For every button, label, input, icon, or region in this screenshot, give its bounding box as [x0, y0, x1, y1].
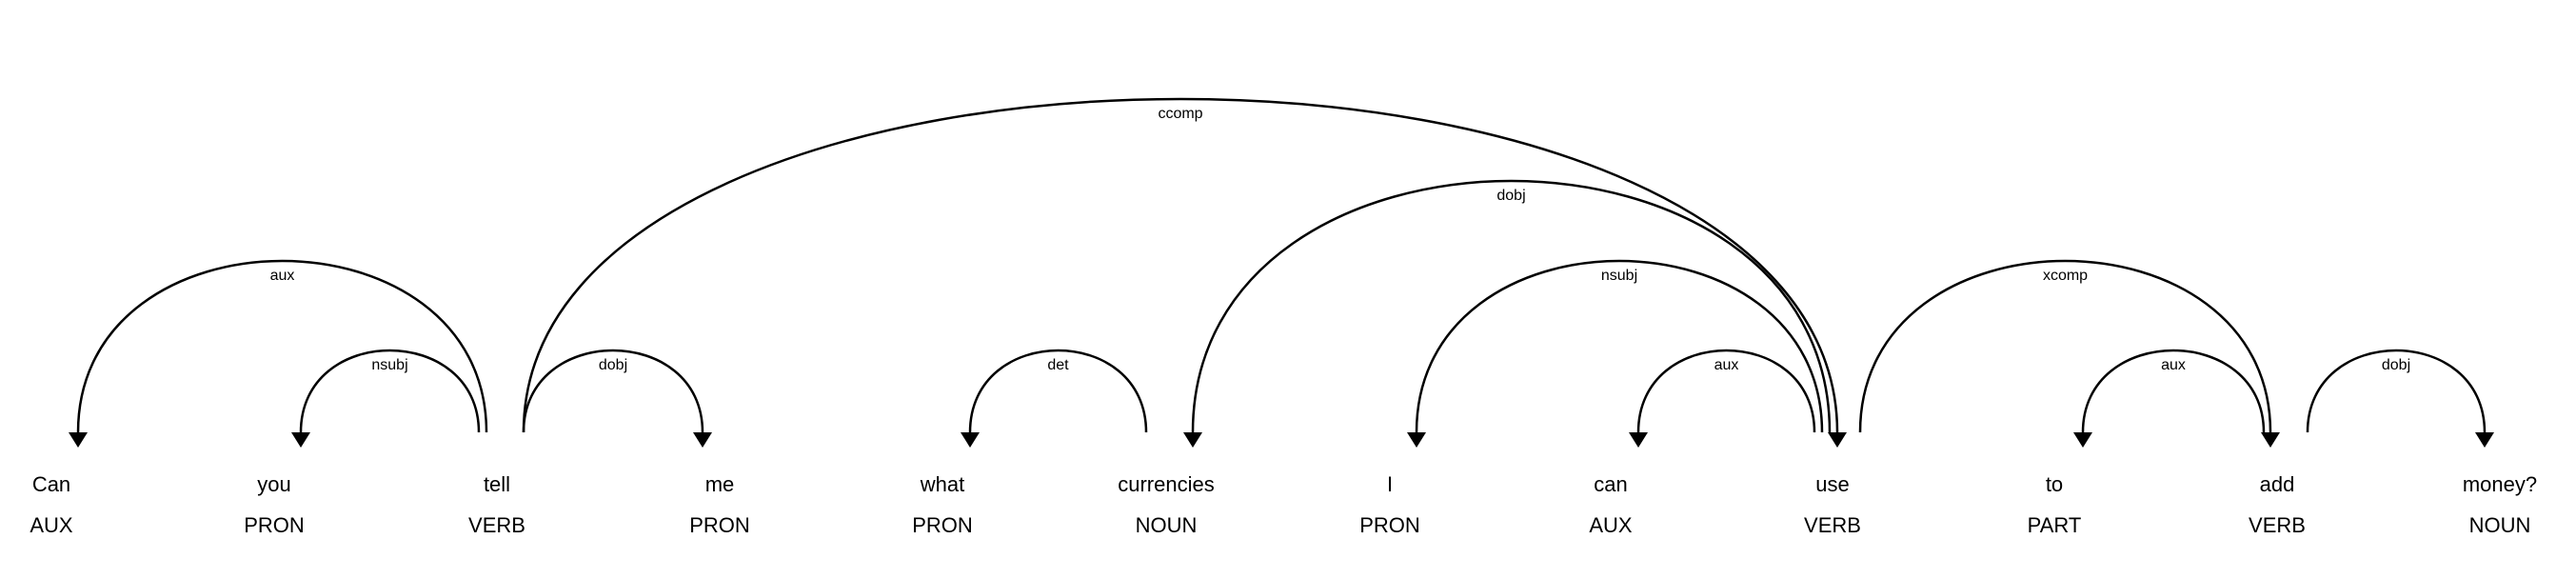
arc-label: nsubj [1601, 268, 1637, 284]
arc-label: aux [1714, 357, 1739, 373]
dependency-arc-dobj [1191, 179, 1832, 433]
token-pos-tag: PRON [244, 513, 305, 537]
arc-label: dobj [2382, 357, 2410, 373]
token-word: money? [2463, 472, 2537, 496]
token-word: I [1387, 472, 1393, 496]
dependency-arc-aux [2081, 349, 2266, 433]
arrowhead-icon [69, 432, 88, 448]
token-word: use [1815, 472, 1849, 496]
token-pos-tag: AUX [30, 513, 73, 537]
token-pos-tag: VERB [2249, 513, 2306, 537]
arrowhead-icon [2261, 432, 2280, 448]
token-word: to [2046, 472, 2063, 496]
token-pos-tag: PRON [689, 513, 750, 537]
token-pos-tag: AUX [1589, 513, 1633, 537]
token-word: you [257, 472, 290, 496]
arrowhead-icon [961, 432, 980, 448]
token-pos-tag: VERB [468, 513, 525, 537]
dependency-arc-nsubj [1415, 259, 1824, 433]
arrowhead-icon [2073, 432, 2092, 448]
token-pos-tag: VERB [1804, 513, 1861, 537]
arc-label: det [1047, 357, 1069, 373]
token-word: tell [484, 472, 510, 496]
arc-label: nsubj [371, 357, 407, 373]
arrowhead-icon [1183, 432, 1202, 448]
token-word: currencies [1118, 472, 1214, 496]
token-pos-tag: NOUN [1136, 513, 1198, 537]
dependency-arc-xcomp [1858, 259, 2272, 433]
token-word: Can [32, 472, 70, 496]
arrowhead-icon [291, 432, 310, 448]
arrowhead-icon [2475, 432, 2494, 448]
dependency-arc-nsubj [299, 349, 481, 433]
arrowhead-icon [1828, 432, 1847, 448]
dependency-arc-dobj [522, 349, 704, 433]
dependency-arc-aux [1636, 349, 1816, 433]
dependency-arc-ccomp [522, 97, 1839, 433]
dependency-arc-det [968, 349, 1148, 433]
token-word: add [2260, 472, 2295, 496]
arc-label: dobj [1496, 188, 1525, 204]
arc-label: ccomp [1158, 106, 1202, 122]
arrowhead-icon [693, 432, 712, 448]
arc-label: xcomp [2043, 268, 2088, 284]
arc-label: aux [270, 268, 295, 284]
arcs-layer: aux nsubj ccomp dobj det dobj nsubj aux xcomp aux… [69, 97, 2494, 448]
arrowhead-icon [1407, 432, 1426, 448]
token-pos-tag: PRON [1359, 513, 1420, 537]
token-word: what [920, 472, 964, 496]
dependency-arc-aux [76, 259, 488, 433]
arc-label: aux [2161, 357, 2186, 373]
token-word: me [705, 472, 735, 496]
arrowhead-icon [1629, 432, 1648, 448]
token-pos-tag: PRON [912, 513, 973, 537]
token-pos-tag: PART [2028, 513, 2082, 537]
arc-label: dobj [599, 357, 627, 373]
token-pos-tag: NOUN [2469, 513, 2531, 537]
token-word: can [1594, 472, 1627, 496]
dependency-arc-dobj [2306, 349, 2487, 433]
